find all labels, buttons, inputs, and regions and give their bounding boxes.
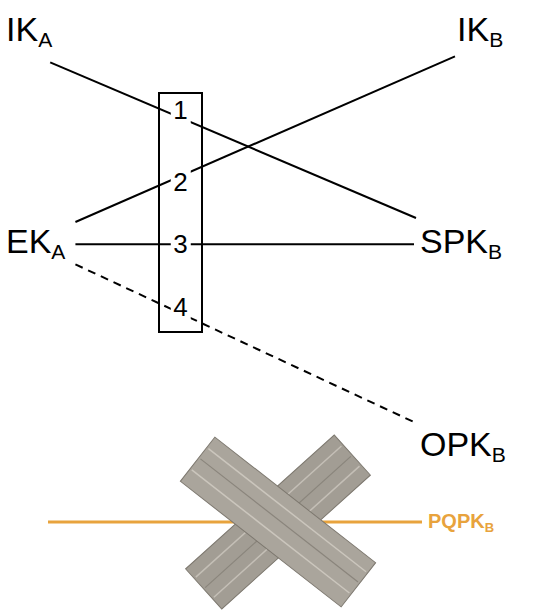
key-name: SPKB [418,222,504,266]
key-name: IKA [4,10,54,54]
key-name-main: OPK [420,425,492,463]
key-subscript: A [51,240,65,263]
key-name-main: IK [457,10,489,48]
key-label: PQPKB [426,509,496,538]
key-node: IKB [455,10,505,54]
key-connector [75,244,414,245]
key-subscript: B [489,28,503,51]
key-node: EKA [4,222,67,266]
key-connector [50,62,416,218]
tape-strip [180,437,375,607]
key-name: EKA [4,222,67,266]
key-name-main: SPK [420,222,488,260]
key-name: IKB [455,10,505,54]
callout-number: 1 [170,96,190,124]
key-subscript: B [485,520,494,535]
key-name-main: IK [6,10,38,48]
callout-number: 3 [170,230,190,258]
key-node: SPKB [418,222,504,266]
key-subscript: B [492,443,506,466]
key-name: OPKB [418,425,508,469]
key-name-main: PQPK [428,510,485,532]
key-node: IKA [4,10,54,54]
key-connector [75,264,416,423]
key-name-main: EK [6,222,51,260]
callout-number: 2 [170,168,190,196]
key-subscript: B [488,240,502,263]
callout-number: 4 [170,293,190,321]
key-node: OPKB [418,425,508,469]
key-subscript: A [38,28,52,51]
key-connector [75,56,455,222]
step-box: 1 2 3 4 [158,92,203,333]
